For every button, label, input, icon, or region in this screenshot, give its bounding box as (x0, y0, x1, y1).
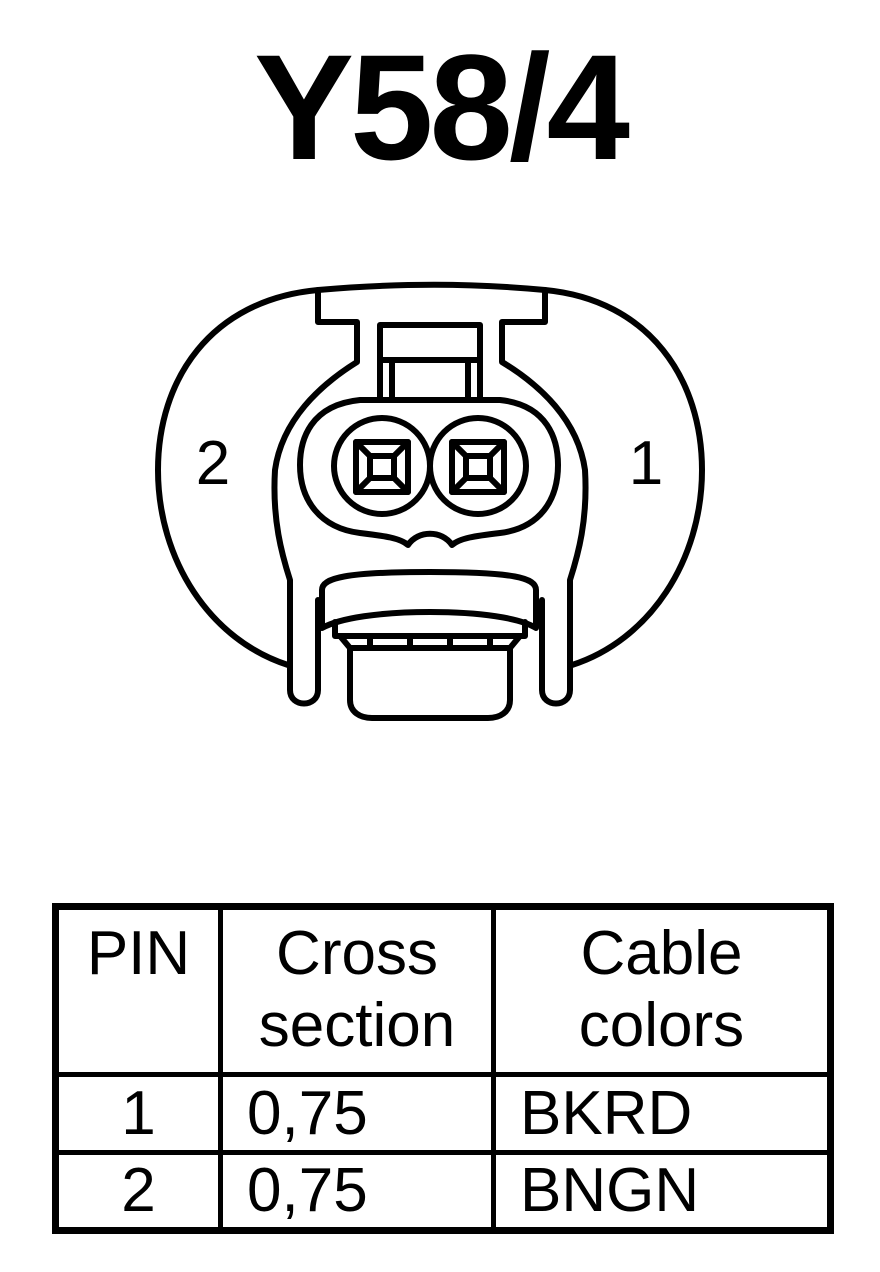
pin-socket-1 (427, 415, 529, 517)
header-pin: PIN (53, 904, 223, 1077)
release-tab (347, 645, 513, 721)
cell-pin: 2 (53, 1150, 223, 1233)
housing-outline (155, 287, 705, 668)
pin-label-2: 2 (196, 429, 230, 498)
header-cable-colors: Cable colors (491, 904, 833, 1077)
header-cross-section: Cross section (218, 904, 496, 1077)
cell-cross-section: 0,75 (218, 1072, 496, 1155)
cell-cable-color: BNGN (491, 1150, 833, 1233)
table-row: 1 0,75 BKRD (53, 1072, 833, 1155)
table-row: 2 0,75 BNGN (53, 1150, 833, 1233)
connector-title: Y58/4 (254, 23, 630, 191)
pin-assignment-table: PIN Cross section Cable colors 1 0,75 BK… (52, 903, 834, 1234)
pin-socket-2 (331, 415, 433, 517)
pin-label-1: 1 (629, 429, 663, 498)
cell-cable-color: BKRD (491, 1072, 833, 1155)
connector-face-diagram: 2 1 (155, 281, 705, 721)
cell-cross-section: 0,75 (218, 1150, 496, 1233)
latch-tab (271, 287, 589, 707)
table-header-row: PIN Cross section Cable colors (53, 904, 833, 1077)
lower-lock (319, 569, 539, 631)
terminal-cavity (297, 397, 561, 548)
cell-pin: 1 (53, 1072, 223, 1155)
